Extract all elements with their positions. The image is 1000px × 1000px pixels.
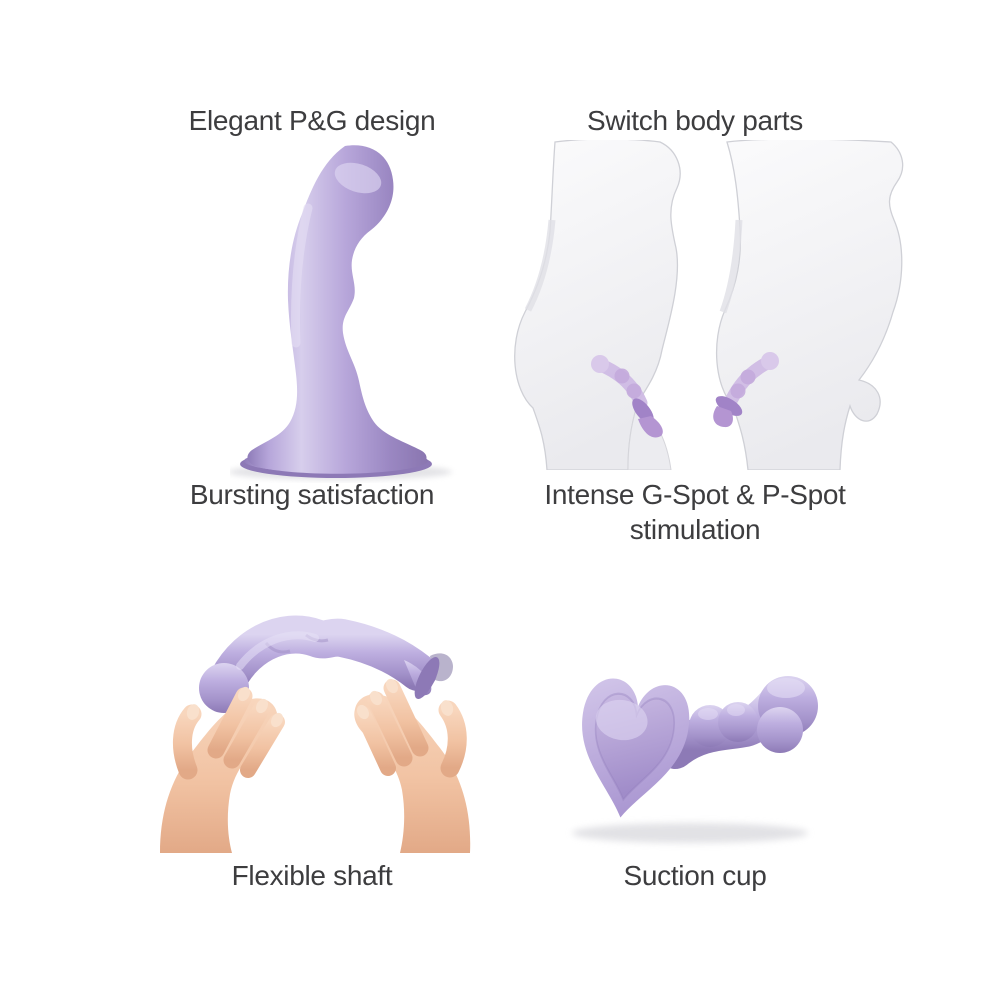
quadrant-caption-suction: Suction cup <box>623 860 767 891</box>
toy-silhouette <box>247 145 427 474</box>
body-parts-diagram <box>514 140 904 470</box>
upright-product-illustration <box>230 145 452 480</box>
toy-position-gspot <box>591 355 663 438</box>
shaft-highlight <box>291 203 313 348</box>
quadrant-caption-design: Bursting satisfaction <box>189 479 435 510</box>
ground-shadow <box>572 823 808 843</box>
quadrant-caption-flexible: Flexible shaft <box>231 860 393 891</box>
male-body-profile <box>716 140 904 470</box>
heart-suction-base <box>582 678 690 818</box>
quadrant-title-switch: Switch body parts <box>587 105 803 136</box>
head-sheen <box>334 162 382 194</box>
toy-shaft-side-view <box>656 676 818 769</box>
toy-position-pspot <box>713 352 779 428</box>
hands-bending-toy-illustration <box>160 615 471 853</box>
quadrant-caption-switch: Intense G-Spot & P-Spot stimulation <box>544 479 846 545</box>
left-hand-fingers <box>173 686 285 780</box>
quadrant-title-design: Elegant P&G design <box>188 105 436 136</box>
right-hand-fingers <box>355 678 467 778</box>
suction-cup-illustration <box>572 676 818 843</box>
